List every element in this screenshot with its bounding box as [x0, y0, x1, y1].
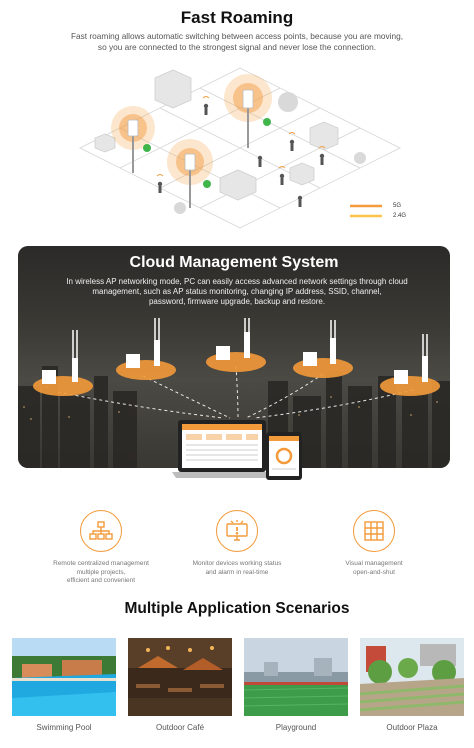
fast-roaming-desc-line-1: Fast roaming allows automatic switching … — [70, 31, 404, 41]
feature-2-line-1: Monitor devices working status — [192, 560, 282, 567]
cloud-desc-line-2: management, such as AP status monitoring… — [92, 287, 382, 296]
cloud-desc-line-1: In wireless AP networking mode, PC can e… — [66, 277, 408, 286]
ap-node-glow — [293, 358, 353, 378]
cloud-management-description: In wireless AP networking mode, PC can e… — [50, 277, 424, 307]
feature-visual-management: Visual management open-and-shut — [309, 510, 439, 577]
roaming-illustration: 5G 2.4G — [60, 58, 420, 238]
scenarios-title: Multiple Application Scenarios — [124, 600, 350, 617]
laptop-dashboard-icon — [172, 420, 272, 478]
feature-2-line-2: and alarm in real-time — [205, 568, 269, 576]
access-point-icon — [184, 153, 196, 171]
legend-5g: 5G — [393, 203, 402, 209]
cloud-network-illustration — [18, 314, 450, 486]
fast-roaming-desc-line-2: so you are connected to the strongest si… — [97, 42, 377, 52]
scenario-label-playground: Playground — [275, 723, 317, 732]
feature-monitor-devices: Monitor devices working status and alarm… — [172, 510, 302, 577]
cloud-management-title: Cloud Management System — [129, 254, 339, 271]
scenario-image-outdoor-plaza — [360, 638, 464, 716]
access-point-icon — [127, 119, 139, 137]
ap-node-glow — [206, 352, 266, 372]
scenario-image-outdoor-cafe — [128, 638, 232, 716]
scenario-label-outdoor-plaza: Outdoor Plaza — [386, 723, 438, 732]
scenario-label-swimming-pool: Swimming Pool — [36, 723, 92, 732]
ap-node-glow — [116, 360, 176, 380]
legend-2-4g: 2.4G — [393, 213, 407, 219]
tablet-dashboard-icon — [266, 432, 302, 480]
scenario-label-outdoor-cafe: Outdoor Café — [155, 723, 205, 732]
feature-1-line-1: Remote centralized management — [53, 560, 149, 567]
feature-1-line-3: efficient and convenient — [66, 577, 136, 584]
monitor-alarm-icon — [216, 510, 258, 552]
feature-1-line-2: multiple projects, — [76, 568, 126, 576]
feature-3-line-2: open-and-shut — [353, 568, 395, 576]
network-topology-icon — [80, 510, 122, 552]
access-point-icon — [242, 89, 254, 109]
feature-3-line-1: Visual management — [345, 560, 403, 567]
feature-centralized-management: Remote centralized management multiple p… — [36, 510, 166, 586]
fast-roaming-description: Fast roaming allows automatic switching … — [40, 31, 434, 53]
grid-visual-icon — [353, 510, 395, 552]
scenario-image-playground — [244, 638, 348, 716]
ap-node-glow — [380, 376, 440, 396]
cloud-desc-line-3: password, firmware upgrade, backup and r… — [148, 297, 326, 306]
scenario-image-swimming-pool — [12, 638, 116, 716]
fast-roaming-title: Fast Roaming — [180, 8, 294, 27]
